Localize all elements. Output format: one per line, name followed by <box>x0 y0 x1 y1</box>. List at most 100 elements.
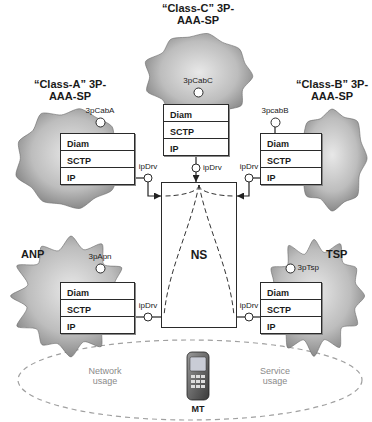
stack-layer: SCTP <box>61 150 134 167</box>
port-label: 3pTsp <box>298 263 319 273</box>
protocol-stack: DiamSCTPIP <box>260 282 322 334</box>
port-label: ipDrv <box>139 301 158 311</box>
stack-layer: IP <box>61 167 134 184</box>
stack-layer: SCTP <box>261 150 321 167</box>
connector-line <box>195 172 196 182</box>
interface-port: 3pCabC <box>194 88 203 97</box>
driver-port: ipDrv <box>192 164 200 172</box>
protocol-name: SCTP <box>170 124 194 140</box>
port-label: 3pcabB <box>261 106 288 116</box>
port-circle <box>245 174 253 182</box>
connector-line <box>148 182 161 196</box>
phone-key <box>191 375 195 378</box>
port-label: 3pCabA <box>86 106 115 116</box>
stack-layer: Diam <box>261 283 321 299</box>
port-symbol <box>193 87 204 98</box>
protocol-name: SCTP <box>67 153 91 169</box>
phone-key <box>201 375 205 378</box>
stack-layer: IP <box>164 138 228 155</box>
port-circle <box>245 313 253 321</box>
cloud-title: “Class-A” 3P-AAA-SP <box>32 78 108 102</box>
cloud-title: TSP <box>326 248 347 261</box>
port-symbol <box>95 263 106 274</box>
port-circle <box>96 118 105 127</box>
port-circle <box>96 264 105 273</box>
protocol-name: IP <box>267 319 276 335</box>
protocol-name: Diam <box>170 107 192 123</box>
protocol-name: Diam <box>267 136 289 152</box>
port-circle <box>144 174 152 182</box>
phone-key <box>201 380 205 383</box>
port-label: ipDrv <box>240 301 259 311</box>
stack-layer: IP <box>61 316 134 333</box>
ns-dashed-path <box>199 185 234 196</box>
port-symbol <box>270 117 281 128</box>
port-label: ipDrv <box>139 162 158 172</box>
port-symbol <box>244 173 254 183</box>
port-circle <box>192 164 200 172</box>
ns-box: NS <box>161 182 237 328</box>
protocol-name: SCTP <box>267 153 291 169</box>
protocol-name: SCTP <box>67 302 91 318</box>
connector-line <box>135 316 144 317</box>
port-symbol <box>143 173 153 183</box>
port-symbol <box>143 312 153 322</box>
ns-dashed-path <box>164 185 199 196</box>
protocol-name: IP <box>67 319 76 335</box>
driver-port: ipDrv <box>144 174 152 182</box>
protocol-name: Diam <box>67 136 89 152</box>
interface-port: 3pTsp <box>286 264 295 273</box>
protocol-stack: DiamSCTPIP <box>60 282 135 334</box>
protocol-name: Diam <box>67 285 89 301</box>
port-symbol <box>95 117 106 128</box>
protocol-name: SCTP <box>267 302 291 318</box>
protocol-name: IP <box>67 170 76 186</box>
connector-line <box>237 182 249 196</box>
port-symbol <box>191 163 201 173</box>
stack-layer: Diam <box>61 134 134 150</box>
phone-screen <box>190 357 206 371</box>
phone-key <box>196 385 200 388</box>
protocol-name: IP <box>267 170 276 186</box>
connector-line <box>253 177 260 178</box>
driver-port: ipDrv <box>245 313 253 321</box>
protocol-stack: DiamSCTPIP <box>260 133 322 185</box>
stack-layer: IP <box>261 316 321 333</box>
usage-label: Network usage <box>80 366 130 386</box>
protocol-stack: DiamSCTPIP <box>163 104 229 156</box>
protocol-name: Diam <box>267 285 289 301</box>
driver-port: ipDrv <box>245 174 253 182</box>
phone-key <box>201 385 205 388</box>
cloud-title: “Class-B” 3P-AAA-SP <box>294 78 370 102</box>
stack-layer: Diam <box>164 105 228 121</box>
driver-port: ipDrv <box>144 313 152 321</box>
port-label: ipDrv <box>203 163 222 173</box>
phone-body <box>187 352 209 400</box>
port-circle <box>286 264 295 273</box>
stack-layer: Diam <box>61 283 134 299</box>
mobile-phone <box>187 352 209 400</box>
port-symbol <box>285 263 296 274</box>
connector-line <box>195 156 196 164</box>
device-label: MT <box>178 404 218 414</box>
connector-line <box>152 316 161 317</box>
port-label: 3pCabC <box>183 76 212 86</box>
port-label: ipDrv <box>240 162 259 172</box>
connector-line <box>253 316 260 317</box>
phone-key <box>191 380 195 383</box>
port-label: 3pApn <box>88 252 111 262</box>
protocol-stack: DiamSCTPIP <box>60 133 135 185</box>
stack-layer: SCTP <box>261 299 321 316</box>
phone-key <box>191 385 195 388</box>
interface-port: 3pCabA <box>96 118 105 127</box>
port-circle <box>271 118 280 127</box>
port-circle <box>144 313 152 321</box>
interface-port: 3pApn <box>96 264 105 273</box>
phone-key <box>196 375 200 378</box>
stack-layer: IP <box>261 167 321 184</box>
protocol-name: IP <box>170 141 179 157</box>
phone-key <box>196 380 200 383</box>
port-symbol <box>244 312 254 322</box>
stack-layer: SCTP <box>61 299 134 316</box>
